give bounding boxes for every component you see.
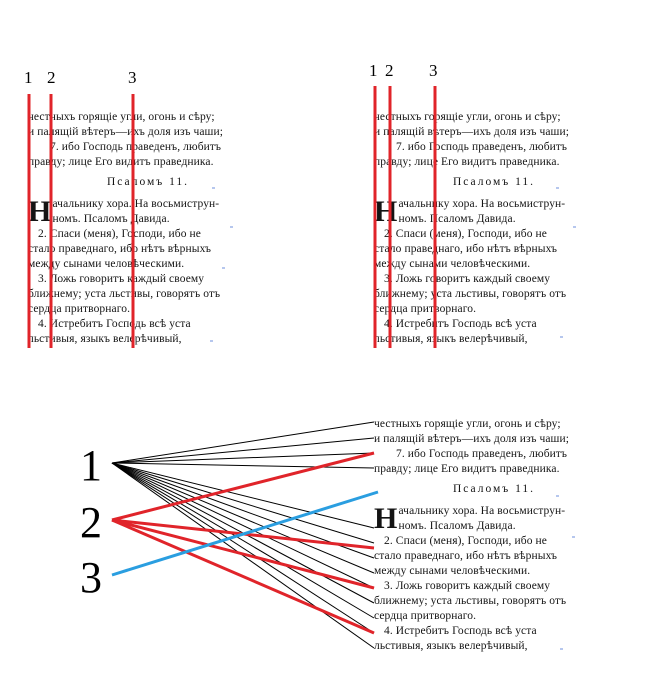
text-line: 4. Истребитъ Господь всѣ уста: [384, 625, 537, 637]
big-label-2: 2: [80, 498, 102, 547]
text-line: 7. ибо Господь праведенъ, любитъ: [50, 141, 222, 153]
text-line: 2. Спаси (меня), Господи, ибо не: [384, 228, 547, 240]
psalm-heading: Псаломъ 11.: [452, 176, 536, 188]
text-line: 2. Спаси (меня), Господи, ибо не: [38, 228, 201, 240]
text-line: 3. Ложь говоритъ каждый своему: [384, 580, 551, 592]
text-line: стало праведнаго, ибо нѣтъ вѣрныхъ: [374, 550, 558, 562]
big-label-3: 3: [80, 553, 102, 602]
text-line: правду; лице Его видитъ праведника.: [374, 156, 560, 168]
text-line: честныхъ горящіе угли, огонь и сѣру;: [374, 111, 561, 123]
scan-speckle: [230, 226, 233, 228]
scan-speckle: [572, 536, 575, 538]
text-line: между сынами человѣческими.: [28, 258, 185, 270]
column-label-2-right: 2: [385, 61, 394, 80]
text-line: стало праведнаго, ибо нѣтъ вѣрныхъ: [28, 243, 212, 255]
text-line: 7. ибо Господь праведенъ, любитъ: [396, 448, 568, 460]
connector-label-3: [111, 490, 379, 577]
column-label-3-left: 3: [128, 68, 137, 87]
text-line: и палящій вѣтеръ—ихъ доля изъ чаши;: [28, 126, 224, 138]
scan-speckle: [573, 226, 576, 228]
column-label-1-left: 1: [24, 68, 33, 87]
dropcap-letter: Н: [28, 195, 52, 228]
text-line: между сынами человѣческими.: [374, 565, 531, 577]
text-line: сердца притворнаго.: [374, 610, 477, 622]
text-line: правду; лице Его видитъ праведника.: [28, 156, 214, 168]
scan-speckle: [210, 340, 213, 342]
paragraph-block: Н ачальнику хора. На восьмиструн- номъ. …: [374, 504, 614, 654]
psalm-heading: Псаломъ 11.: [106, 176, 190, 188]
text-line: 4. Истребитъ Господь всѣ уста: [384, 318, 537, 330]
scan-speckle: [560, 336, 563, 338]
text-line: номъ. Псаломъ Давида.: [398, 213, 516, 225]
text-line: 2. Спаси (меня), Господи, ибо не: [384, 535, 547, 547]
paragraph-block: Н ачальнику хора. На восьмиструн- номъ. …: [28, 197, 268, 347]
text-line: льстивыя, языкъ велерѣчивый,: [374, 640, 528, 652]
dropcap-letter: Н: [374, 502, 398, 535]
scan-speckle: [556, 495, 559, 497]
dropcap-letter: Н: [374, 195, 398, 228]
scan-speckle: [212, 187, 215, 189]
big-label-1: 1: [80, 441, 102, 490]
text-line: 7. ибо Господь праведенъ, любитъ: [396, 141, 568, 153]
text-line: 3. Ложь говоритъ каждый своему: [384, 273, 551, 285]
text-panel-left: честныхъ горящіе угли, огонь и сѣру; и п…: [28, 110, 268, 347]
text-line: номъ. Псаломъ Давида.: [52, 213, 170, 225]
text-line: сердца притворнаго.: [28, 303, 131, 315]
text-line: и палящій вѣтеръ—ихъ доля изъ чаши;: [374, 126, 570, 138]
text-line: сердца притворнаго.: [374, 303, 477, 315]
column-label-2-left: 2: [47, 68, 56, 87]
text-line: ближнему; уста льстивы, говорятъ отъ: [28, 288, 221, 300]
text-line: ачальнику хора. На восьмиструн-: [52, 198, 220, 210]
text-line: и палящій вѣтеръ—ихъ доля изъ чаши;: [374, 433, 570, 445]
text-line: ближнему; уста льстивы, говорятъ отъ: [374, 288, 567, 300]
psalm-heading: Псаломъ 11.: [452, 483, 536, 495]
text-line: номъ. Псаломъ Давида.: [398, 520, 516, 532]
scan-speckle: [556, 187, 559, 189]
text-line: льстивыя, языкъ велерѣчивый,: [28, 333, 182, 345]
text-line: честныхъ горящіе угли, огонь и сѣру;: [374, 418, 561, 430]
column-label-1-right: 1: [369, 61, 378, 80]
text-line: 3. Ложь говоритъ каждый своему: [38, 273, 205, 285]
text-panel-bottom: честныхъ горящіе угли, огонь и сѣру; и п…: [374, 417, 614, 654]
text-line: между сынами человѣческими.: [374, 258, 531, 270]
text-line: правду; лице Его видитъ праведника.: [374, 463, 560, 475]
text-line: стало праведнаго, ибо нѣтъ вѣрныхъ: [374, 243, 558, 255]
text-line: ачальнику хора. На восьмиструн-: [398, 198, 566, 210]
scan-speckle: [222, 267, 225, 269]
paragraph-block: Н ачальнику хора. На восьмиструн- номъ. …: [374, 197, 614, 347]
text-line: ачальнику хора. На восьмиструн-: [398, 505, 566, 517]
text-line: честныхъ горящіе угли, огонь и сѣру;: [28, 111, 215, 123]
column-label-3-right: 3: [429, 61, 438, 80]
text-line: льстивыя, языкъ велерѣчивый,: [374, 333, 528, 345]
text-line: ближнему; уста льстивы, говорятъ отъ: [374, 595, 567, 607]
text-line: 4. Истребитъ Господь всѣ уста: [38, 318, 191, 330]
text-panel-right: честныхъ горящіе угли, огонь и сѣру; и п…: [374, 110, 614, 347]
scan-speckle: [560, 648, 563, 650]
